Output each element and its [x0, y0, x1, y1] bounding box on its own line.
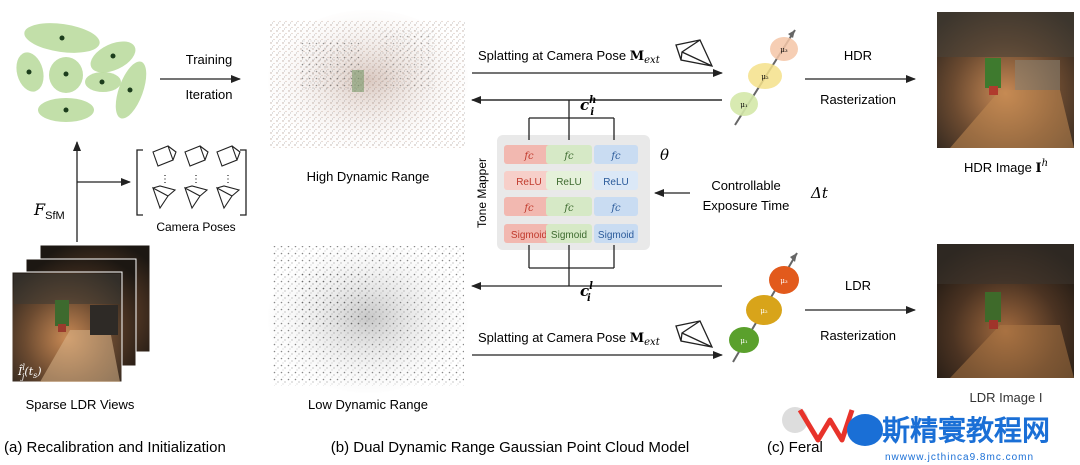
watermark-text: 斯精寰教程网: [882, 414, 1050, 446]
sfm-symbol: FSfM: [33, 200, 65, 222]
hdr-image-label: HDR Image Ih: [964, 158, 1048, 176]
mu-label: μ₃: [780, 46, 788, 54]
stage-c-caption: (c) Feral: [767, 439, 823, 456]
camera-poses-matrix: ⋮ ⋮ ⋮: [136, 145, 247, 216]
sparse-ldr-views: [11, 244, 151, 383]
relu-layer: ReLU: [556, 177, 582, 188]
fc-layer: fc: [610, 203, 621, 214]
ldr-image-label: LDR Image I: [970, 390, 1043, 405]
stage-a-caption: (a) Recalibration and Initialization: [4, 439, 226, 456]
ldr-rendered-image: [937, 244, 1074, 378]
splat-ldr-label: Splatting at Camera Pose Mext: [478, 330, 661, 348]
ldr-gaussians: μ₃ μ₂ μ₁: [729, 252, 799, 363]
hdr-label: HDR: [844, 48, 872, 63]
ldr-cloud-label: Low Dynamic Range: [308, 397, 428, 412]
tone-mapper-column-green: fc ReLU fc Sigmoid: [546, 145, 592, 243]
mu-label: μ₁: [740, 101, 748, 109]
theta-label: θ: [660, 146, 669, 164]
svg-text:⋮: ⋮: [223, 174, 233, 185]
watermark-url: nwwww.jcthinca9.8mc.comn: [885, 452, 1034, 463]
mu-label: μ₃: [780, 277, 788, 285]
ldr-label: LDR: [845, 278, 871, 293]
training-label: Training: [186, 52, 232, 67]
sfm-gaussian-ellipses: [16, 23, 147, 122]
watermark-logo: [797, 408, 855, 443]
tone-mapper-output-wires: [528, 245, 615, 286]
camera-icon: [675, 39, 714, 67]
tone-mapper-column-blue: fc ReLU fc Sigmoid: [594, 145, 638, 243]
hdr-cloud-label: High Dynamic Range: [307, 169, 430, 184]
camera-icon: [152, 145, 241, 210]
iteration-label: Iteration: [186, 87, 233, 102]
sigmoid-layer: Sigmoid: [598, 230, 634, 241]
svg-text:⋮: ⋮: [191, 174, 201, 185]
fc-layer: fc: [523, 151, 534, 162]
hdr-rendered-image: [937, 12, 1074, 148]
tone-mapper-label: Tone Mapper: [475, 158, 489, 228]
hdr-raster-label: Rasterization: [820, 92, 896, 107]
mu-label: μ₂: [761, 73, 769, 81]
ldr-point-cloud: [268, 243, 468, 393]
tone-mapper-column-red: fc ReLU fc Sigmoid: [504, 145, 554, 243]
tone-mapper-input-wires: [472, 99, 722, 140]
fc-layer: fc: [563, 203, 574, 214]
camera-icon: [675, 320, 714, 348]
delta-t-label: Δt: [810, 184, 829, 202]
sigmoid-layer: Sigmoid: [551, 230, 587, 241]
mu-label: μ₂: [760, 307, 768, 315]
watermark: (c) Feral 斯精寰教程网 nwwww.jcthinca9.8mc.com…: [767, 405, 1080, 465]
fc-layer: fc: [563, 151, 574, 162]
fc-layer: fc: [523, 203, 534, 214]
relu-layer: ReLU: [516, 177, 542, 188]
svg-text:⋮: ⋮: [160, 174, 170, 185]
sigmoid-layer: Sigmoid: [511, 230, 547, 241]
mu-label: μ₁: [740, 337, 748, 345]
sparse-views-label: Sparse LDR Views: [26, 397, 135, 412]
splat-hdr-label: Splatting at Camera Pose Mext: [478, 48, 661, 66]
hdr-gaussians: μ₃ μ₂ μ₁: [730, 29, 798, 126]
camera-poses-label: Camera Poses: [156, 220, 235, 234]
exposure-label-line1: Controllable: [711, 178, 780, 193]
hdr-point-cloud: [268, 10, 468, 150]
relu-layer: ReLU: [603, 177, 629, 188]
fc-layer: fc: [610, 151, 621, 162]
ldr-raster-label: Rasterization: [820, 328, 896, 343]
stage-b-caption: (b) Dual Dynamic Range Gaussian Point Cl…: [331, 439, 690, 456]
exposure-label-line2: Exposure Time: [703, 198, 790, 213]
